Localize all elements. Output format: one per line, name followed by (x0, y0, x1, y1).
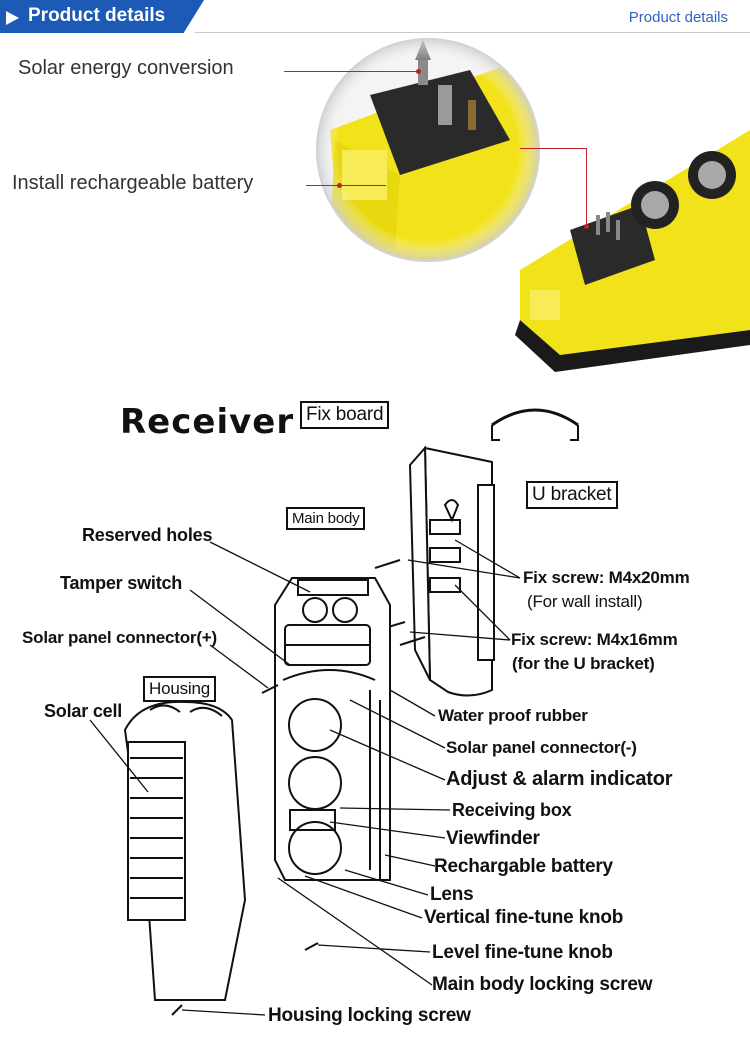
label-adjust-alarm-indicator: Adjust & alarm indicator (446, 768, 673, 790)
leader-dot (337, 183, 342, 188)
label-fix-screw-16: Fix screw: M4x16mm (511, 630, 678, 649)
callout-solar-energy: Solar energy conversion (18, 57, 234, 79)
leader-line (284, 71, 418, 72)
leader-dot (416, 69, 421, 74)
label-rechargable-battery: Rechargable battery (434, 856, 613, 877)
label-fix-screw-20: Fix screw: M4x20mm (523, 568, 690, 587)
label-fix-board: Fix board (300, 401, 390, 429)
header-divider (195, 32, 750, 33)
label-solar-cell: Solar cell (44, 701, 123, 721)
product-photo (316, 38, 750, 372)
label-vertical-knob: Vertical fine-tune knob (424, 907, 624, 928)
label-wall-install: (For wall install) (527, 592, 643, 611)
header-title: Product details (28, 5, 166, 26)
label-housing-locking-screw: Housing locking screw (268, 1005, 471, 1026)
label-receiving-box: Receiving box (452, 800, 572, 820)
label-u-bracket-note: (for the U bracket) (512, 654, 655, 673)
label-tamper-switch: Tamper switch (60, 573, 183, 593)
label-lens: Lens (430, 884, 474, 905)
label-housing: Housing (143, 676, 216, 702)
label-main-body-locking-screw: Main body locking screw (432, 974, 653, 995)
diagram-title: Receiver (120, 402, 295, 442)
header-bar (0, 0, 204, 33)
label-main-body: Main body (286, 507, 366, 530)
leader-line (520, 148, 586, 149)
label-water-proof-rubber: Water proof rubber (438, 706, 588, 725)
section-header: Product details Product details (0, 0, 750, 34)
label-solar-connector-negative: Solar panel connector(-) (446, 738, 637, 757)
callout-battery: Install rechargeable battery (12, 172, 254, 194)
header-right-label: Product details (628, 9, 728, 26)
leader-line (586, 148, 587, 228)
leader-line (306, 185, 386, 186)
label-solar-connector-positive: Solar panel connector(+) (22, 628, 217, 647)
leader-dot (584, 224, 589, 229)
label-u-bracket: U bracket (526, 481, 618, 509)
label-reserved-holes: Reserved holes (82, 525, 213, 545)
play-triangle-icon (6, 11, 19, 25)
label-viewfinder: Viewfinder (446, 828, 540, 849)
label-level-knob: Level fine-tune knob (432, 942, 613, 963)
